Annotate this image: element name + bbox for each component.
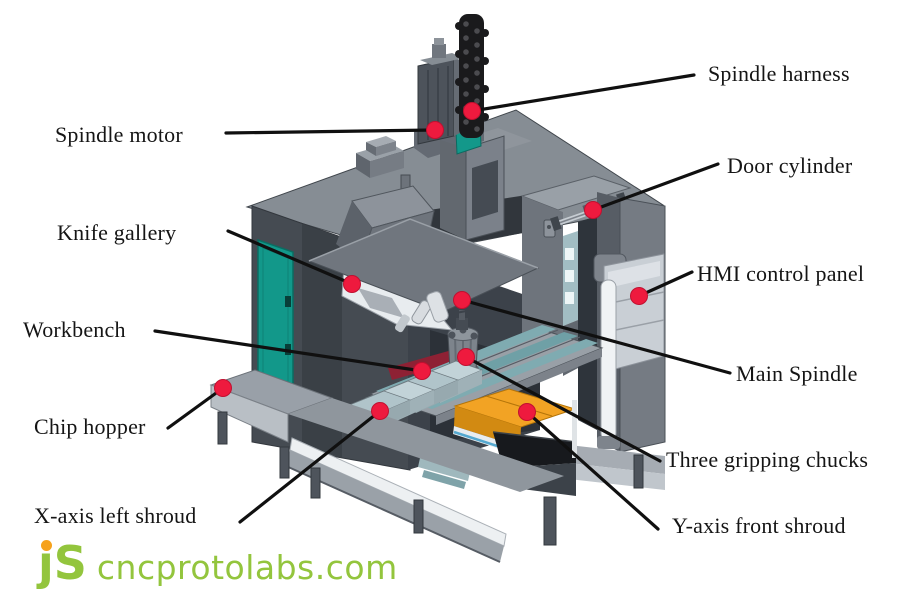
site-logo: ȷS cncprotolabs.com <box>38 540 398 587</box>
y-axis-way <box>418 458 470 481</box>
spindle-nose <box>426 291 449 323</box>
cable-chain <box>455 14 489 138</box>
logo-j-dot-icon <box>41 540 52 551</box>
logo-domain: cncprotolabs.com <box>96 548 398 587</box>
logo-mark: ȷS <box>38 540 87 586</box>
